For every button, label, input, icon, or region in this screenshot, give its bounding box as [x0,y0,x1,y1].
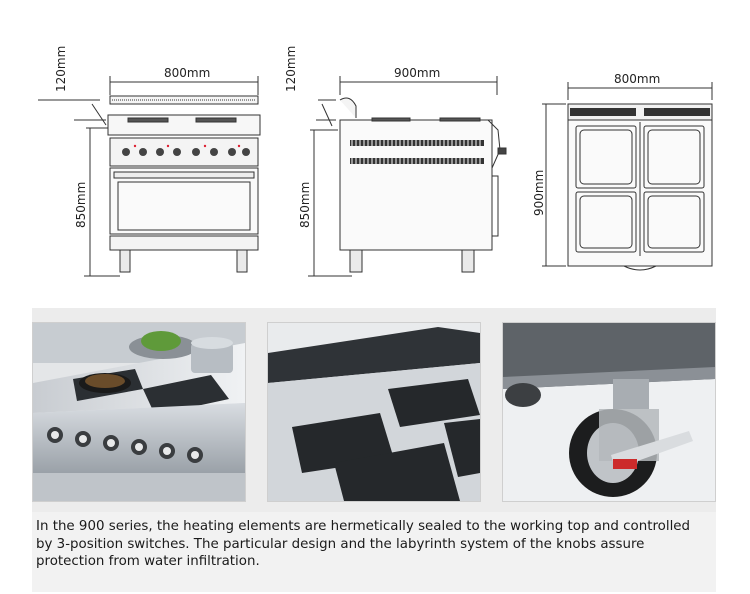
top-depth-label: 900mm [532,169,546,216]
range-cooker-photo-icon [33,323,245,501]
side-height-label: 850mm [298,181,312,228]
front-view-svg [38,76,261,277]
caption-band [32,512,716,592]
caster-wheel-photo [502,322,716,502]
side-view-svg [308,76,507,277]
range-cooker-photo [32,322,246,502]
caster-wheel-photo-icon [503,323,715,501]
hotplates-closeup-photo-icon [268,323,480,501]
side-view-drawing: 900mm 120mm 850mm [270,0,520,300]
front-width-label: 800mm [164,66,211,80]
description-text: In the 900 series, the heating elements … [36,519,691,569]
top-view-drawing: 800mm 900mm [520,0,750,300]
hotplates-closeup-photo [267,322,481,502]
top-view-svg [542,82,713,271]
front-view-drawing: 800mm 120mm 850mm [0,0,270,300]
technical-drawings: 800mm 120mm 850mm [0,0,750,300]
top-width-label: 800mm [614,72,661,86]
side-depth-label: 900mm [394,66,441,80]
side-top-label: 120mm [284,45,298,92]
front-height-label: 850mm [74,181,88,228]
front-top-label: 120mm [54,45,68,92]
